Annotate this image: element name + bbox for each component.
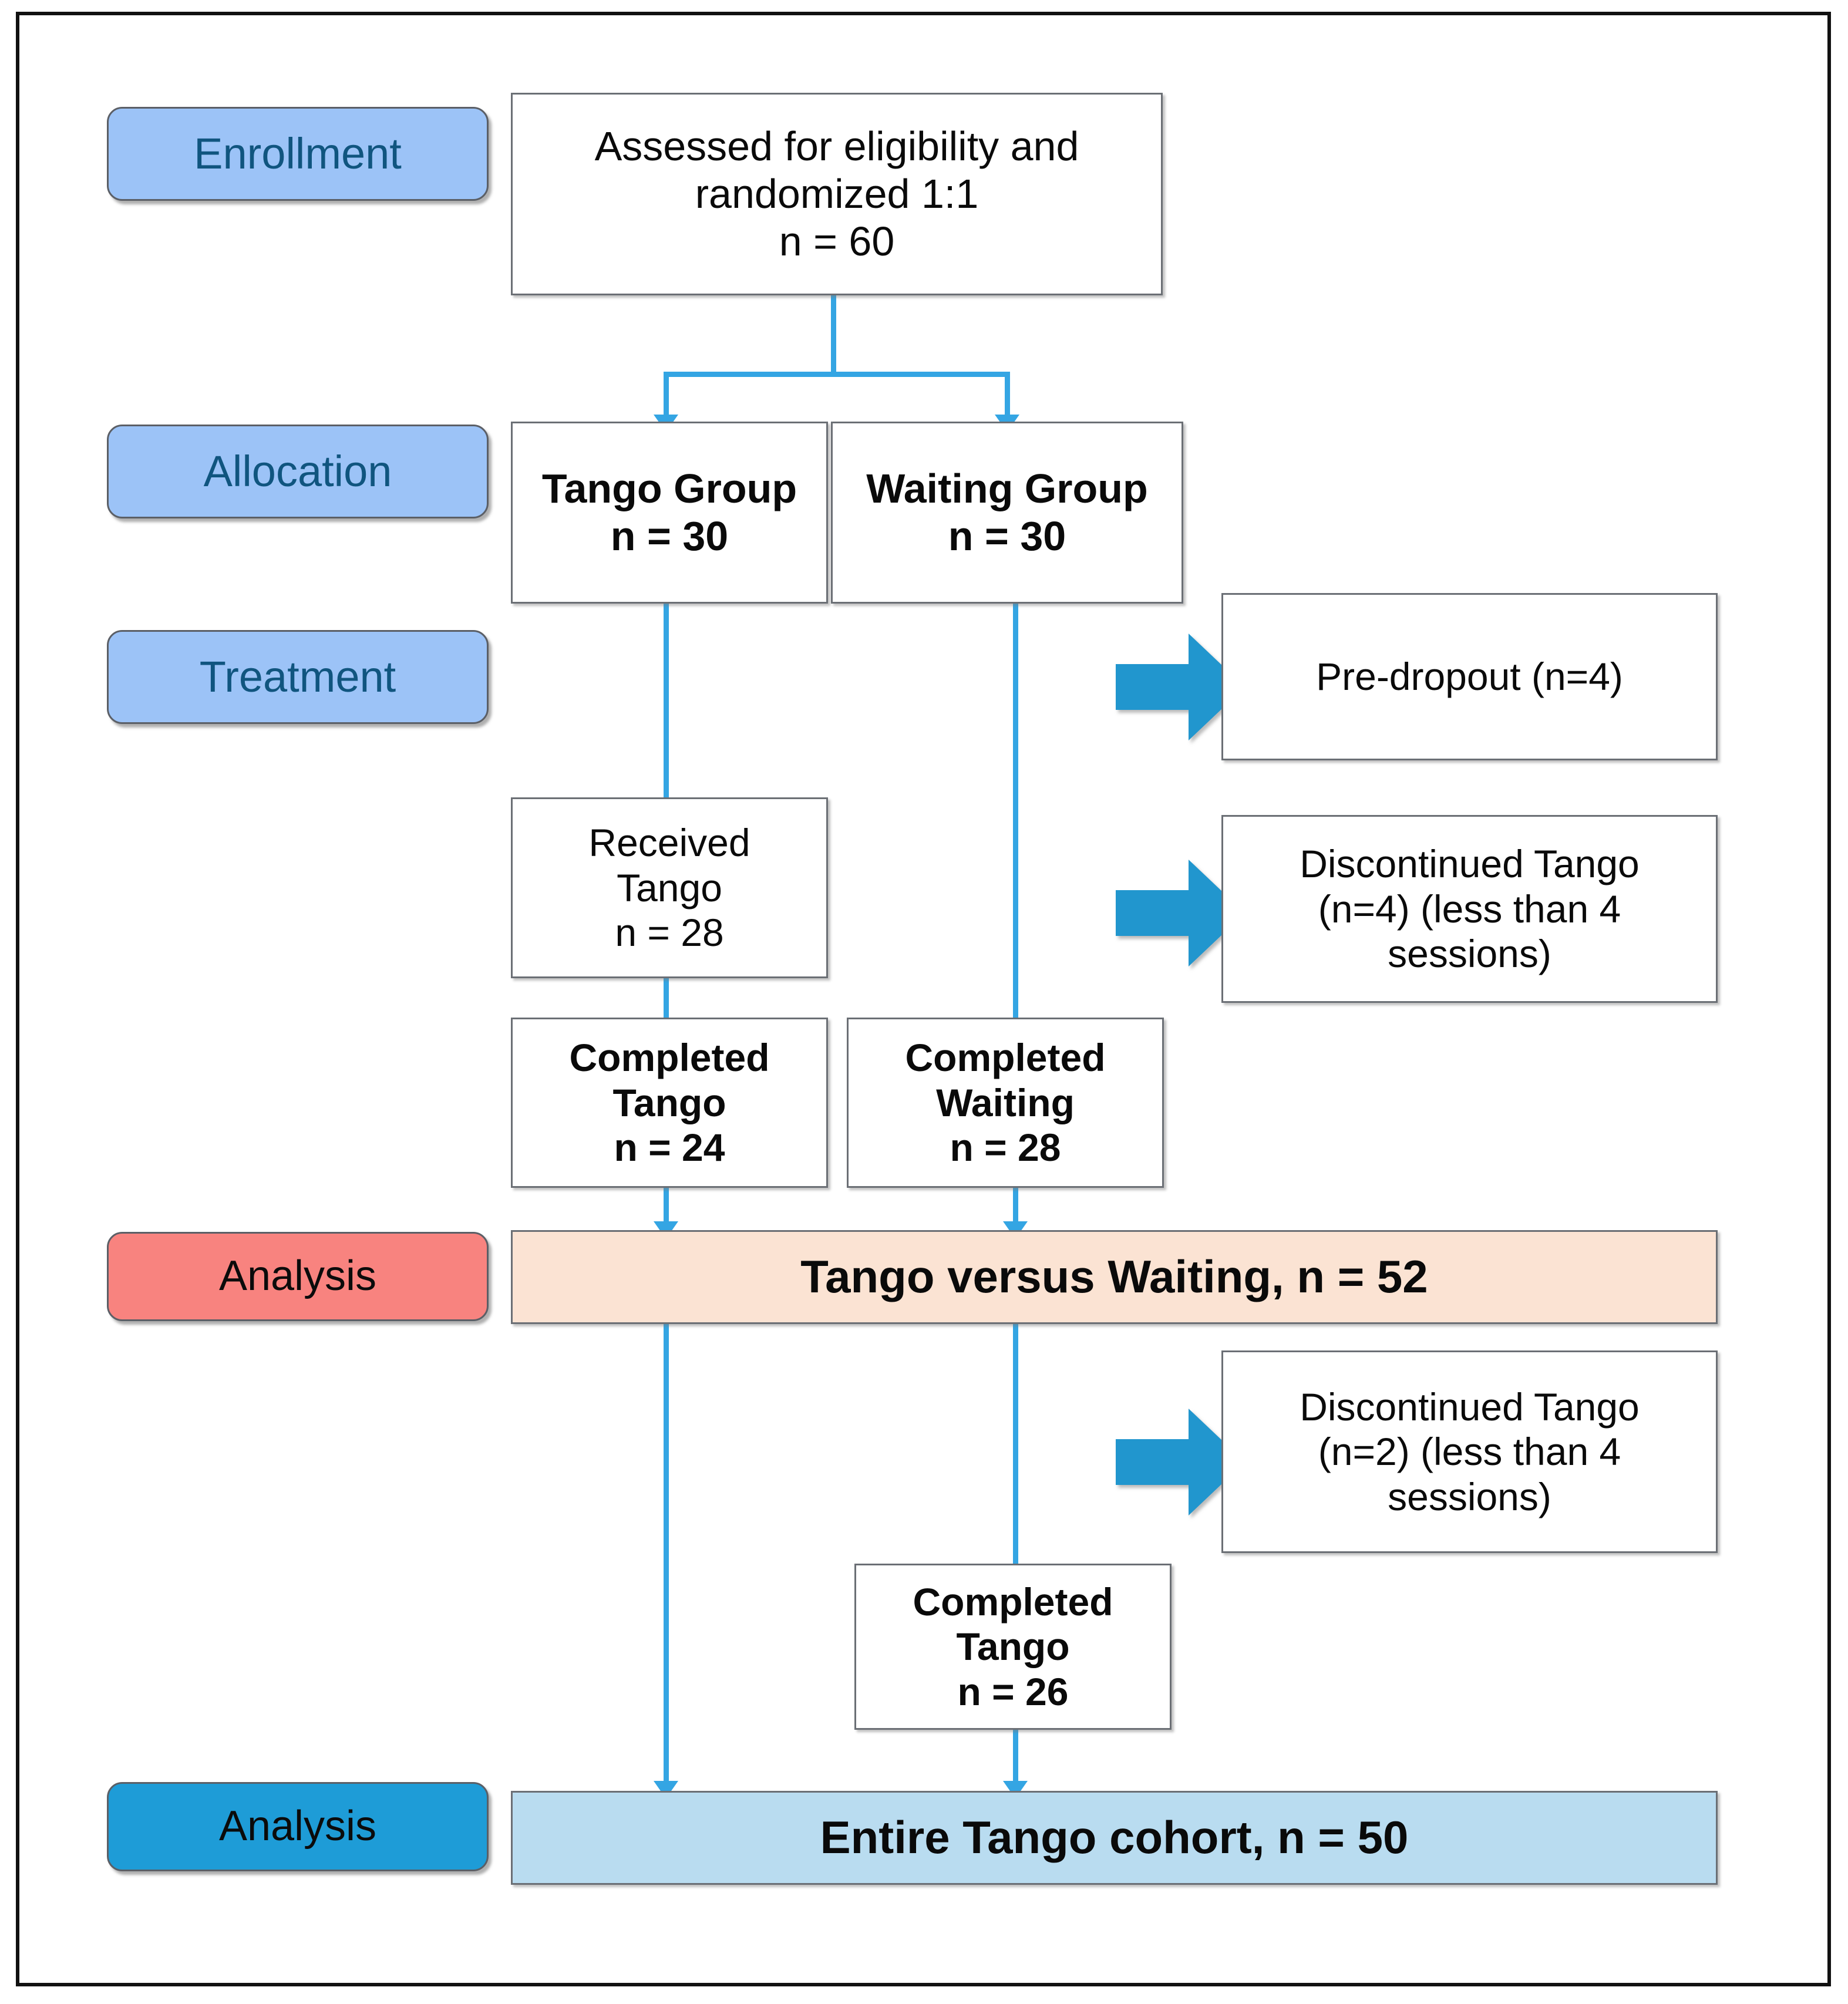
block-arrow-pre-dropout [1116,631,1245,743]
connector-completed-tango-to-analysis1 [664,1186,669,1227]
node-completed-tango-24-line2: Tango [612,1080,726,1124]
connector-analysis1-to-analysis2-left [664,1324,669,1788]
block-arrow-icon [1116,634,1245,740]
connector-completed-waiting-to-analysis1 [1013,1186,1018,1227]
block-arrow-discontinued-2 [1116,1406,1245,1518]
connector-split-right [1005,372,1010,419]
connector-analysis1-to-completed26 [1013,1324,1018,1568]
stage-label-treatment: Treatment [107,630,489,724]
connector-completed26-to-analysis2 [1013,1726,1018,1788]
block-arrow-discontinued-1 [1116,857,1245,969]
node-received-tango-line3: n = 28 [615,911,724,955]
node-assessed-line3: n = 60 [779,218,895,265]
node-completed-tango-24-line3: n = 24 [614,1126,725,1170]
stage-label-allocation: Allocation [107,425,489,518]
node-discontinued-1-line2: (n=4) (less than 4 [1318,887,1621,931]
node-pre-dropout: Pre-dropout (n=4) [1221,593,1718,760]
node-received-tango: Received Tango n = 28 [511,797,828,978]
stage-label-treatment-text: Treatment [199,652,396,702]
node-completed-tango-24: Completed Tango n = 24 [511,1018,828,1188]
connector-received-to-completed [664,976,669,1020]
connector-assessed-trunk [831,294,836,376]
connector-split-left [664,372,669,419]
node-completed-waiting-28-line1: Completed [905,1036,1106,1080]
node-assessed-text: Assessed for eligibility and randomized … [595,123,1079,266]
stage-label-enrollment-text: Enrollment [194,129,402,178]
node-completed-tango-24-text: Completed Tango n = 24 [569,1035,769,1170]
analysis-bar-1-text: Tango versus Waiting, n = 52 [800,1251,1428,1303]
node-assessed-for-eligibility: Assessed for eligibility and randomized … [511,93,1163,295]
node-assessed-line2: randomized 1:1 [695,170,979,217]
node-received-tango-line1: Received [588,821,750,865]
node-waiting-group-line2: n = 30 [948,513,1066,559]
node-completed-waiting-28-line3: n = 28 [950,1126,1061,1170]
node-discontinued-1-line3: sessions) [1388,932,1551,976]
analysis-bar-tango-vs-waiting: Tango versus Waiting, n = 52 [511,1230,1718,1324]
node-completed-waiting-28: Completed Waiting n = 28 [847,1018,1164,1188]
node-tango-group-line2: n = 30 [610,513,729,559]
connector-tango-to-received [664,602,669,799]
node-completed-waiting-28-line2: Waiting [936,1080,1075,1124]
node-waiting-group-text: Waiting Group n = 30 [866,465,1148,560]
node-pre-dropout-text: Pre-dropout (n=4) [1316,654,1623,699]
node-discontinued-tango-2-text: Discontinued Tango (n=2) (less than 4 se… [1300,1385,1640,1520]
stage-label-analysis-1-text: Analysis [218,1252,377,1300]
stage-label-analysis-2-text: Analysis [218,1803,377,1850]
node-discontinued-tango-1: Discontinued Tango (n=4) (less than 4 se… [1221,815,1718,1003]
analysis-bar-2-text: Entire Tango cohort, n = 50 [820,1811,1409,1864]
stage-label-enrollment: Enrollment [107,107,489,201]
node-tango-group-text: Tango Group n = 30 [542,465,797,560]
node-completed-tango-26-line2: Tango [956,1625,1070,1669]
node-completed-tango-26-line1: Completed [913,1579,1113,1624]
stage-label-analysis-2: Analysis [107,1782,489,1871]
analysis-bar-entire-cohort: Entire Tango cohort, n = 50 [511,1791,1718,1885]
node-received-tango-text: Received Tango n = 28 [588,820,750,955]
node-completed-tango-24-line1: Completed [569,1036,770,1080]
node-tango-group-line1: Tango Group [541,465,797,511]
node-discontinued-2-line2: (n=2) (less than 4 [1318,1430,1621,1474]
node-waiting-group: Waiting Group n = 30 [831,422,1183,604]
node-discontinued-2-line1: Discontinued Tango [1300,1385,1640,1429]
connector-split-horizontal [664,372,1010,377]
node-received-tango-line2: Tango [617,865,722,910]
node-discontinued-2-line3: sessions) [1388,1474,1551,1518]
node-tango-group: Tango Group n = 30 [511,422,828,604]
stage-label-analysis-1: Analysis [107,1232,489,1321]
node-assessed-line1: Assessed for eligibility and [594,123,1079,169]
node-waiting-group-line1: Waiting Group [866,465,1148,511]
connector-waiting-to-completed [1013,602,1018,1019]
stage-label-allocation-text: Allocation [203,447,392,496]
node-completed-tango-26-text: Completed Tango n = 26 [913,1579,1113,1715]
node-discontinued-1-line1: Discontinued Tango [1300,842,1640,886]
node-completed-tango-26-line3: n = 26 [957,1669,1069,1713]
node-discontinued-tango-1-text: Discontinued Tango (n=4) (less than 4 se… [1300,841,1640,976]
block-arrow-icon [1116,860,1245,966]
node-discontinued-tango-2: Discontinued Tango (n=2) (less than 4 se… [1221,1350,1718,1553]
block-arrow-icon [1116,1409,1245,1515]
node-completed-tango-26: Completed Tango n = 26 [854,1564,1172,1730]
node-completed-waiting-28-text: Completed Waiting n = 28 [905,1035,1105,1170]
node-pre-dropout-line1: Pre-dropout (n=4) [1316,655,1623,699]
